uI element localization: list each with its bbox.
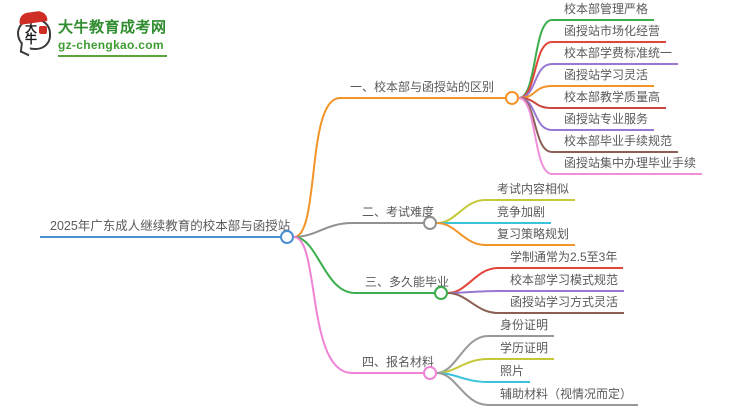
leaf-node[interactable]: 竞争加剧	[485, 204, 552, 224]
mindmap-root-node[interactable]: 2025年广东成人继续教育的校本部与函授站	[40, 217, 290, 238]
edge-root-branch2	[293, 222, 353, 238]
edge-b2-leaf3	[436, 222, 486, 246]
leaf-node[interactable]: 学制通常为2.5至3年	[498, 249, 624, 269]
leaf-node[interactable]: 函授站学习方式灵活	[498, 294, 625, 314]
leaf-node[interactable]: 校本部管理严格	[552, 1, 655, 21]
branch-node-2[interactable]: 二、考试难度	[352, 204, 434, 224]
branch-3-circle[interactable]	[434, 286, 448, 300]
branch-2-circle[interactable]	[423, 216, 437, 230]
leaf-node[interactable]: 函授站集中办理毕业手续	[552, 155, 703, 175]
edge-root-branch1	[293, 97, 341, 238]
leaf-node[interactable]: 复习策略规划	[485, 226, 576, 246]
brand-domain: gz-chengkao.com	[58, 38, 167, 57]
leaf-node[interactable]: 照片	[488, 363, 531, 383]
edge-b4-leaf1	[436, 335, 489, 374]
leaf-node[interactable]: 校本部学费标准统一	[552, 45, 679, 65]
leaf-node[interactable]: 考试内容相似	[485, 181, 576, 201]
leaf-node[interactable]: 函授站学习灵活	[552, 67, 655, 87]
leaf-node[interactable]: 学历证明	[488, 340, 555, 360]
logo-bubble-icon: 大牛	[14, 10, 52, 57]
root-node-circle[interactable]	[280, 230, 294, 244]
leaf-node[interactable]: 校本部毕业手续规范	[552, 133, 679, 153]
edge-b1-leaf7	[518, 97, 553, 153]
edge-b3-leaf3	[447, 292, 499, 314]
logo-seal-icon	[39, 26, 47, 34]
branch-1-circle[interactable]	[505, 91, 519, 105]
branch-node-4[interactable]: 四、报名材料	[352, 354, 434, 374]
branch-node-3[interactable]: 三、多久能毕业	[355, 274, 449, 294]
leaf-node[interactable]: 函授站专业服务	[552, 111, 655, 131]
brand-title: 大牛教育成考网	[58, 19, 167, 36]
leaf-node[interactable]: 校本部教学质量高	[552, 89, 667, 109]
leaf-node[interactable]: 函授站市场化经营	[552, 23, 667, 43]
edge-b1-leaf2	[518, 41, 553, 99]
edge-root-branch3	[293, 236, 356, 294]
edge-b4-leaf4	[436, 372, 489, 406]
branch-4-circle[interactable]	[423, 366, 437, 380]
edge-b1-leaf8	[518, 97, 553, 175]
logo-characters: 大牛	[25, 21, 38, 46]
edge-b2-leaf1	[436, 199, 486, 224]
leaf-node[interactable]: 校本部学习模式规范	[498, 272, 625, 292]
branch-node-1[interactable]: 一、校本部与函授站的区别	[340, 79, 512, 99]
leaf-node[interactable]: 身份证明	[488, 317, 555, 337]
edge-b3-leaf1	[447, 267, 499, 294]
site-logo: 大牛 大牛教育成考网 gz-chengkao.com	[14, 10, 167, 57]
leaf-node[interactable]: 辅助材料（视情况而定）	[488, 386, 639, 406]
edge-root-branch4	[293, 236, 353, 374]
